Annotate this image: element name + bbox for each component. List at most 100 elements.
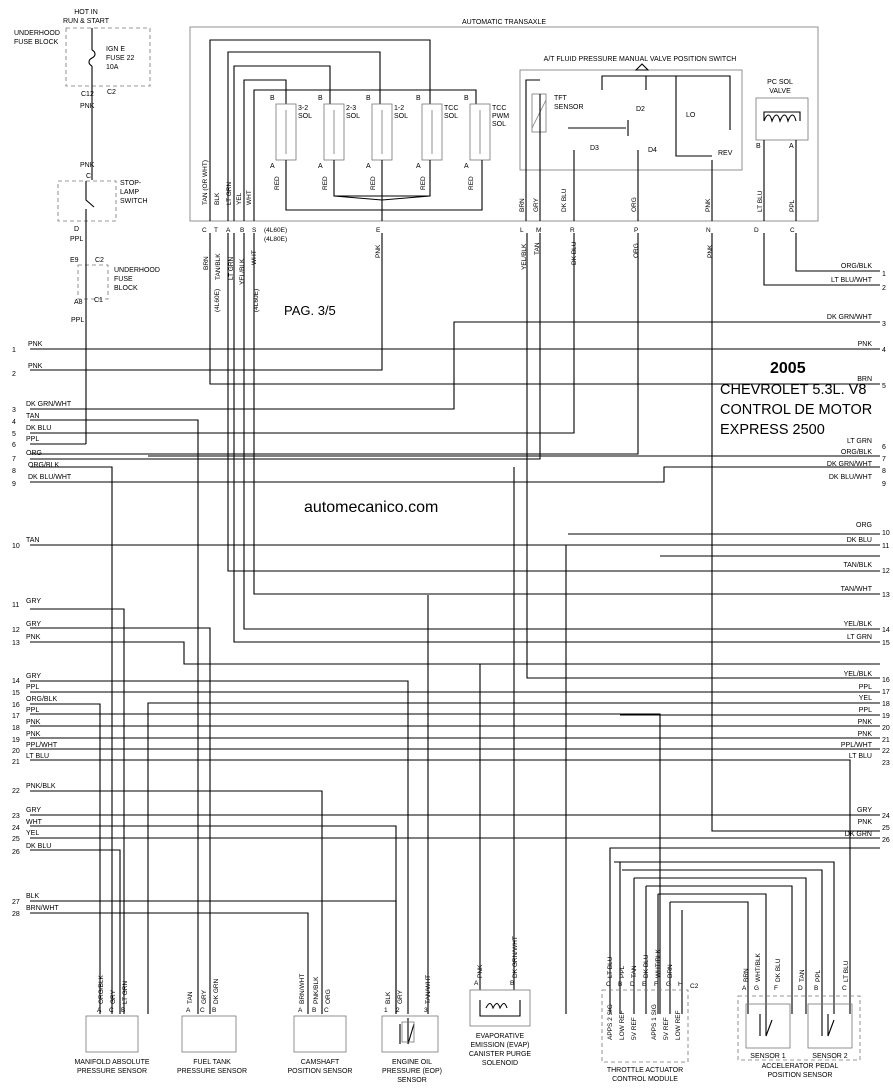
svg-text:3: 3	[424, 1007, 428, 1014]
svg-text:N: N	[706, 227, 711, 234]
svg-text:ORG/BLK: ORG/BLK	[98, 974, 105, 1004]
conn-c1: C1	[94, 297, 103, 304]
svg-text:BLK: BLK	[26, 893, 40, 900]
svg-text:C: C	[109, 1007, 114, 1014]
svg-text:BRN: BRN	[743, 968, 750, 982]
svg-text:F: F	[774, 985, 778, 992]
hot-label: HOT IN	[74, 9, 98, 16]
svg-text:ORG: ORG	[26, 450, 42, 457]
svg-text:5V REF: 5V REF	[631, 1017, 638, 1040]
svg-text:TAN: TAN	[534, 242, 541, 255]
svg-text:ORG: ORG	[325, 989, 332, 1004]
wire-pnk-1: PNK	[80, 103, 95, 110]
coil-icon	[763, 111, 801, 123]
svg-text:TCC: TCC	[492, 105, 506, 112]
wire-ppl-2: PPL	[71, 317, 84, 324]
svg-text:1: 1	[12, 347, 16, 354]
svg-text:14: 14	[882, 627, 890, 634]
svg-text:PNK: PNK	[26, 731, 41, 738]
svg-text:10: 10	[882, 530, 890, 537]
svg-text:SENSOR 2: SENSOR 2	[812, 1053, 848, 1060]
svg-text:A: A	[226, 227, 231, 234]
svg-text:LT GRN: LT GRN	[122, 980, 129, 1004]
svg-text:25: 25	[12, 836, 20, 843]
pc-solenoid-valve: PC SOL VALVE B A	[755, 79, 809, 221]
conn-c2: C2	[107, 89, 116, 96]
svg-text:16: 16	[12, 702, 20, 709]
svg-text:R: R	[570, 227, 575, 234]
svg-text:DK GRN/WHT: DK GRN/WHT	[827, 314, 873, 321]
transaxle-inside-labels: TAN (OR WHT) BLK LT GRN YEL WHT BRN GRY …	[202, 160, 796, 212]
svg-text:20: 20	[882, 725, 890, 732]
svg-text:24: 24	[12, 825, 20, 832]
svg-text:6: 6	[882, 444, 886, 451]
svg-text:VALVE: VALVE	[769, 88, 791, 95]
svg-text:TAN: TAN	[26, 537, 39, 544]
svg-text:TAN/BLK: TAN/BLK	[843, 562, 872, 569]
conn-c12: C12	[81, 91, 94, 98]
svg-text:TFT: TFT	[554, 95, 568, 102]
svg-text:SENSOR: SENSOR	[554, 104, 584, 111]
svg-text:DK BLU: DK BLU	[26, 843, 51, 850]
svg-text:GRY: GRY	[397, 989, 404, 1004]
svg-text:F: F	[654, 981, 658, 988]
conn-a8: A8	[74, 299, 83, 306]
svg-text:10: 10	[12, 543, 20, 550]
svg-text:TAN (OR WHT): TAN (OR WHT)	[202, 160, 209, 205]
svg-text:YEL/BLK: YEL/BLK	[239, 258, 246, 285]
svg-text:22: 22	[882, 748, 890, 755]
svg-text:PNK/BLK: PNK/BLK	[313, 976, 320, 1004]
svg-text:19: 19	[882, 713, 890, 720]
svg-text:WHT/BLK: WHT/BLK	[655, 948, 662, 978]
svg-text:24: 24	[882, 813, 890, 820]
svg-text:POSITION SENSOR: POSITION SENSOR	[288, 1068, 353, 1075]
svg-text:PPL: PPL	[26, 684, 39, 691]
svg-text:B: B	[618, 981, 622, 988]
svg-text:BRN: BRN	[857, 376, 872, 383]
ufb-label-3: BLOCK	[114, 285, 138, 292]
svg-text:13: 13	[882, 592, 890, 599]
fuel-tank-pressure-sensor: A C B TAN GRY DK GRN FUEL TANK PRESSURE …	[177, 978, 247, 1075]
svg-text:GRY: GRY	[26, 621, 41, 628]
svg-text:PNK: PNK	[858, 719, 873, 726]
svg-text:PNK: PNK	[375, 244, 382, 258]
svg-text:D4: D4	[648, 147, 657, 154]
svg-text:BLK: BLK	[214, 192, 221, 205]
svg-text:A: A	[474, 980, 479, 987]
title-model: EXPRESS 2500	[720, 422, 825, 438]
fuse-block-box	[65, 27, 151, 87]
svg-text:B: B	[464, 95, 469, 102]
engine-oil-pressure-sensor: 1 2 3 BLK GRY TAN/WHT ENGINE OIL PRESSUR…	[381, 975, 442, 1084]
svg-text:15: 15	[12, 690, 20, 697]
svg-text:TAN: TAN	[799, 969, 806, 982]
wire-routes	[30, 233, 880, 1014]
svg-text:2: 2	[396, 1007, 400, 1014]
svg-text:3-2: 3-2	[298, 105, 308, 112]
stop-label-3: SWITCH	[120, 198, 148, 205]
svg-text:PPL/WHT: PPL/WHT	[841, 742, 873, 749]
svg-text:1: 1	[882, 271, 886, 278]
svg-text:A: A	[366, 163, 371, 170]
svg-text:6: 6	[12, 442, 16, 449]
svg-text:L: L	[520, 227, 524, 234]
svg-text:LO: LO	[686, 112, 696, 119]
svg-text:D: D	[798, 985, 803, 992]
ufb-label-1: UNDERHOOD	[114, 267, 160, 274]
fuse-icon	[88, 28, 96, 95]
site-watermark: automecanico.com	[304, 499, 438, 516]
ground-icon	[634, 63, 650, 71]
svg-text:9: 9	[882, 481, 886, 488]
svg-text:21: 21	[882, 737, 890, 744]
title-year: 2005	[770, 360, 806, 377]
svg-text:RED: RED	[322, 176, 329, 190]
underhood-label: UNDERHOOD	[14, 30, 60, 37]
svg-text:ACCELERATOR PEDAL: ACCELERATOR PEDAL	[762, 1063, 839, 1070]
svg-text:C: C	[324, 1007, 329, 1014]
svg-text:ORG/BLK: ORG/BLK	[841, 449, 872, 456]
svg-text:YEL/BLK: YEL/BLK	[844, 671, 873, 678]
svg-text:TAN/WHT: TAN/WHT	[841, 586, 873, 593]
title-system: CONTROL DE MOTOR	[720, 402, 872, 418]
svg-text:18: 18	[882, 701, 890, 708]
